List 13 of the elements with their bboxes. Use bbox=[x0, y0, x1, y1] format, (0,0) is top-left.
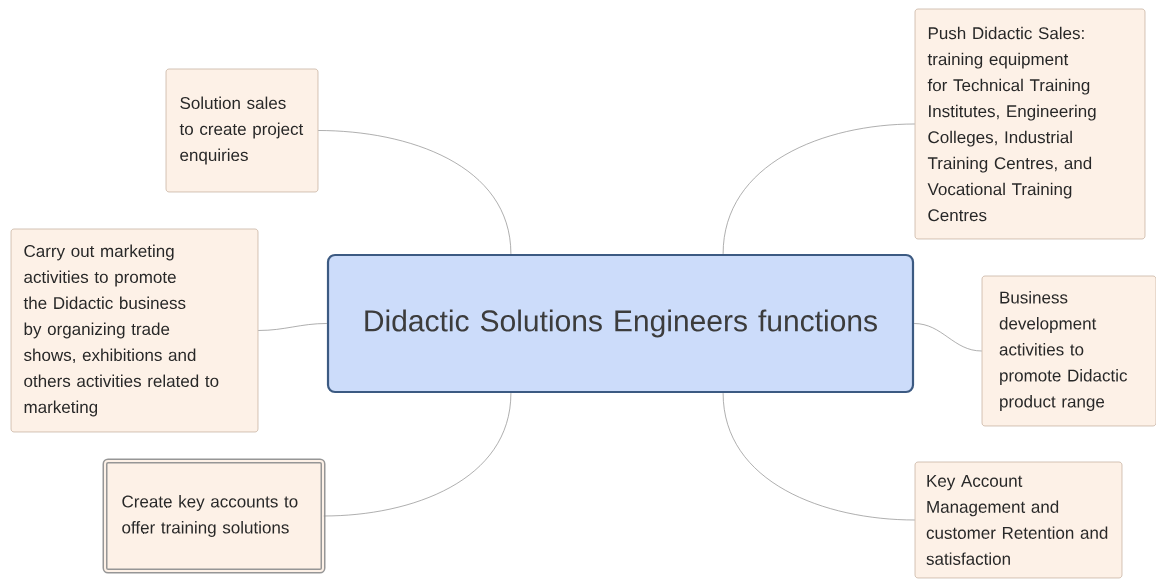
branch-box: Create key accounts to offer training solutions bbox=[102, 458, 326, 574]
topic-box: Didactic Solutions Engineers functions bbox=[326, 253, 915, 394]
branch-box: Solution sales to create project enquiries bbox=[165, 68, 319, 193]
branch-box: Business development activities to promote Didactic product range bbox=[981, 275, 1156, 427]
branch-box: Key Account Management and customer Retention and satisfaction bbox=[914, 461, 1123, 579]
branch-box: Carry out marketing activities to promote the Didactic business by organizing trade shows, exhibitions and others activities related to marketing bbox=[10, 228, 259, 433]
connector-line bbox=[323, 392, 512, 517]
connector-line bbox=[722, 392, 916, 521]
connector-line bbox=[257, 323, 328, 331]
branch-box: Push Didactic Sales: training equipment for Technical Training Institutes, Engineering Colleges, Industrial Training Centres, and Vocational Training Centres bbox=[914, 8, 1146, 240]
connector-line bbox=[913, 323, 983, 352]
connector-line bbox=[722, 123, 916, 255]
connector-line bbox=[317, 130, 512, 255]
